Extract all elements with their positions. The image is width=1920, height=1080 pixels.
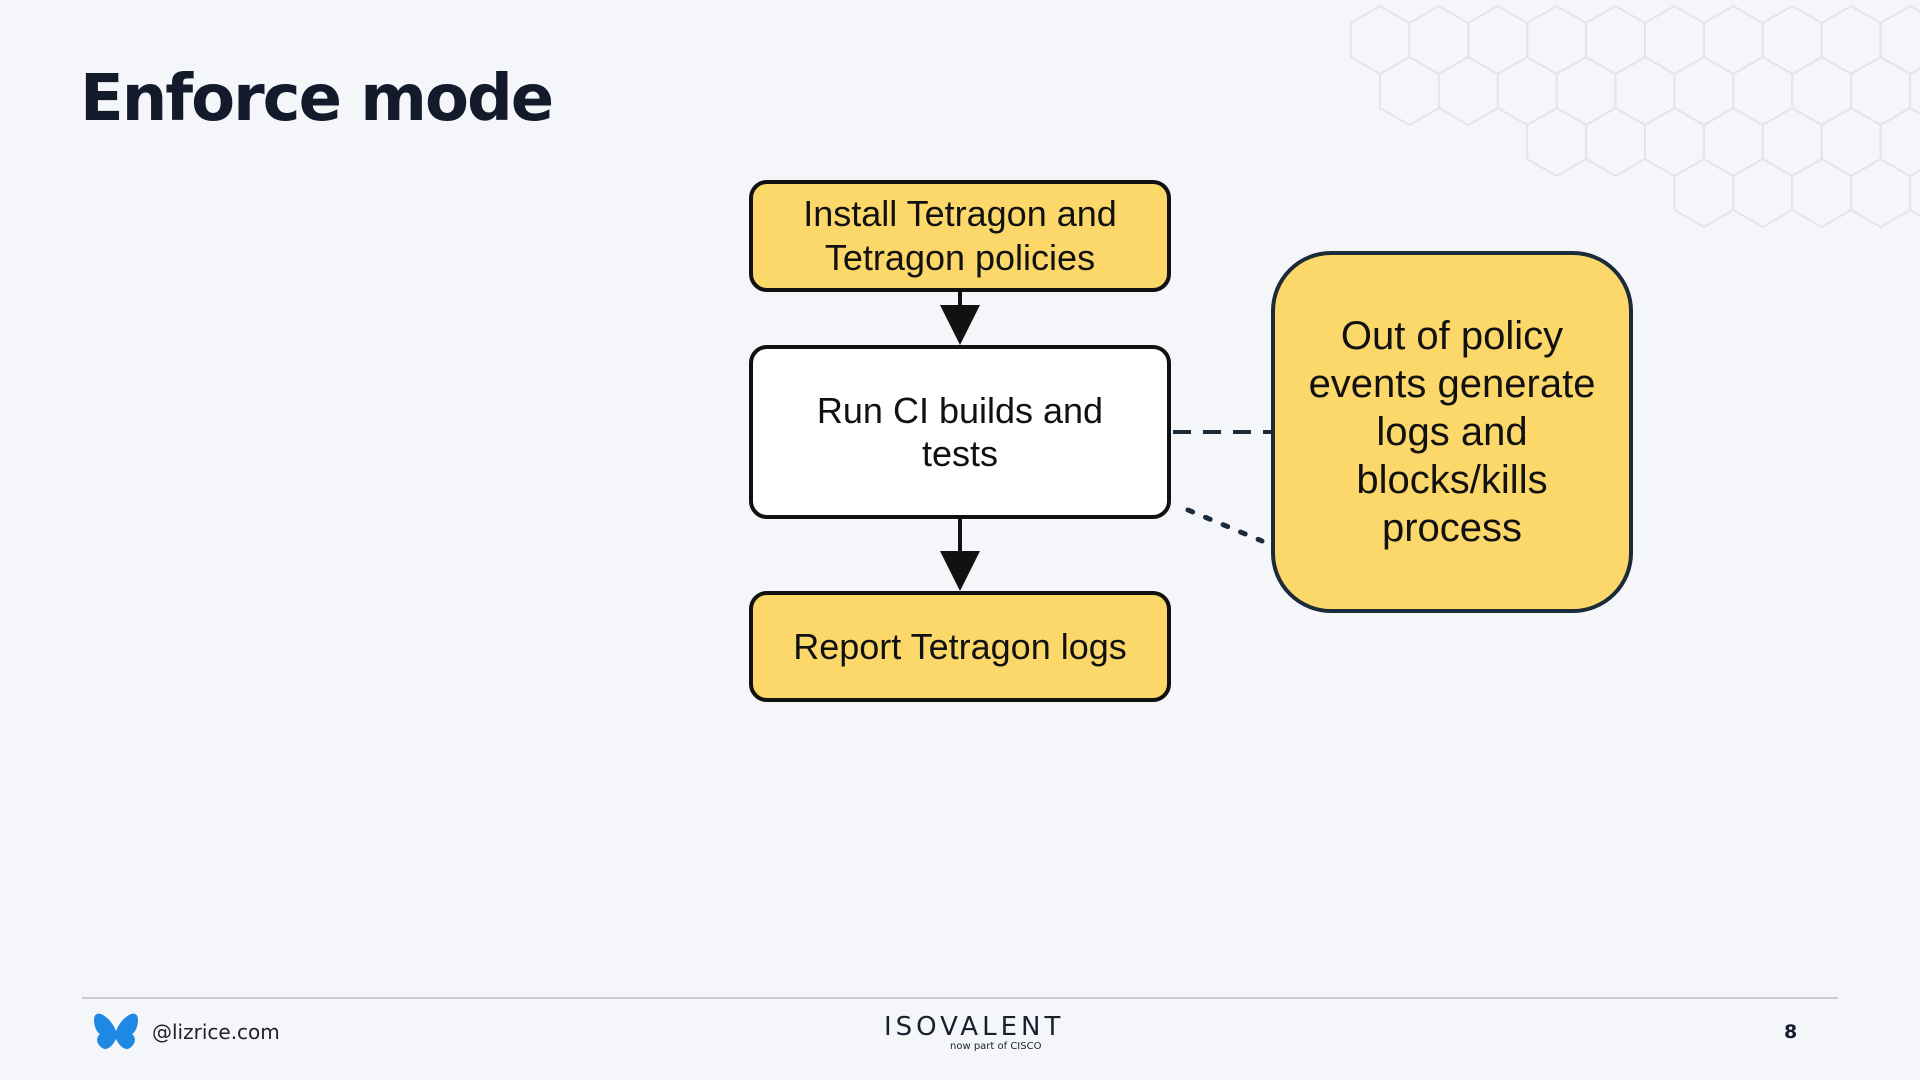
run-ci-label: Run CI builds and tests bbox=[816, 390, 1104, 474]
install-tetragon-label: Install Tetragon and Tetragon policies bbox=[803, 193, 1117, 278]
report-logs-box: Report Tetragon logs bbox=[749, 591, 1171, 702]
social-handle: @lizrice.com bbox=[152, 1020, 280, 1044]
isovalent-logo: ISOVALENT bbox=[884, 1012, 1065, 1042]
policy-events-box: Out of policy events generate logs and b… bbox=[1271, 251, 1633, 613]
install-tetragon-box: Install Tetragon and Tetragon policies bbox=[749, 180, 1171, 292]
report-logs-label: Report Tetragon logs bbox=[793, 625, 1127, 667]
policy-events-label: Out of policy events generate logs and b… bbox=[1308, 314, 1596, 550]
isovalent-tagline: now part of CISCO bbox=[950, 1041, 1042, 1052]
butterfly-icon bbox=[94, 1013, 138, 1050]
hexagon-shape bbox=[1909, 169, 1920, 217]
dotted-connector bbox=[1185, 507, 1265, 544]
footer-divider bbox=[82, 997, 1838, 999]
page-title: Enforce mode bbox=[80, 62, 554, 136]
hexagon-pattern bbox=[1350, 4, 1920, 229]
run-ci-box: Run CI builds and tests bbox=[749, 345, 1171, 519]
page-number: 8 bbox=[1784, 1021, 1798, 1043]
